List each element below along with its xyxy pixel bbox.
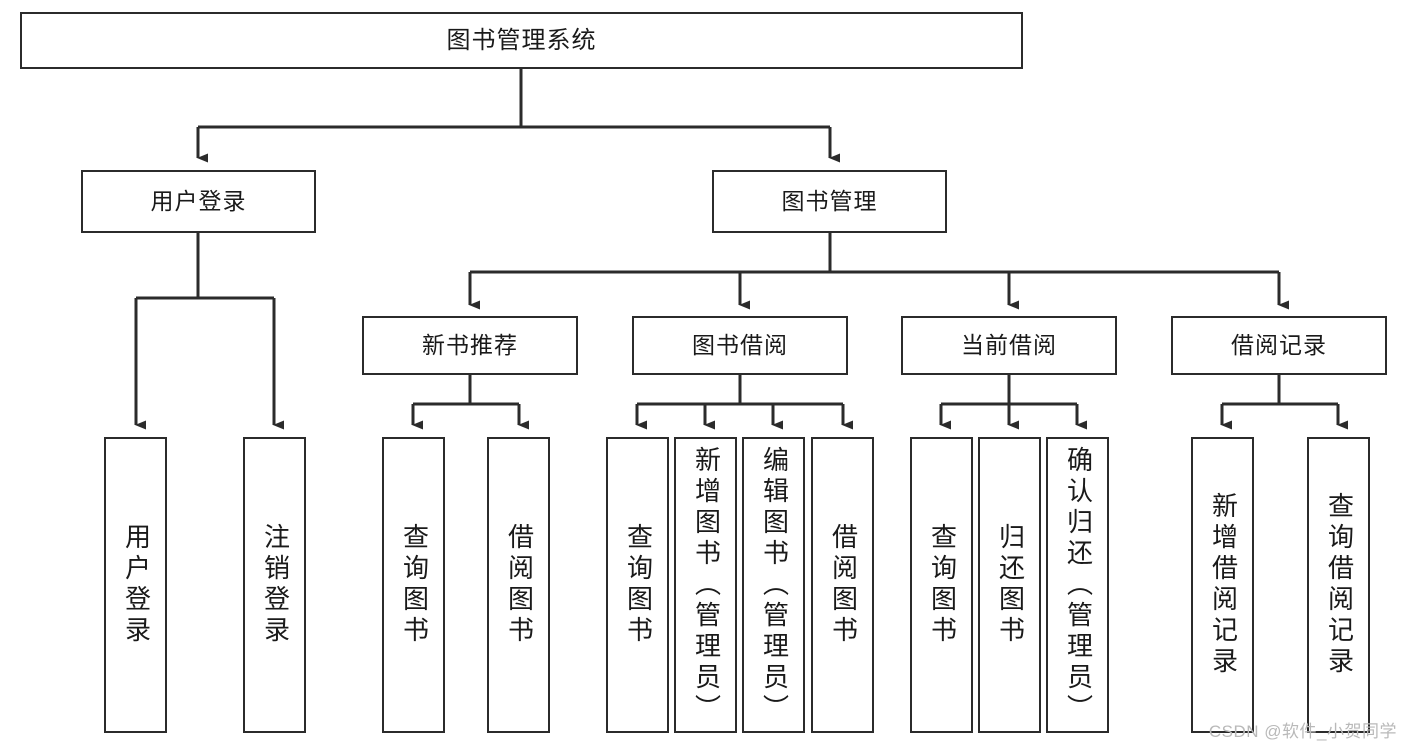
csdn-watermark: CSDN @软件_小贺同学: [1208, 722, 1397, 741]
node-book-borrow[interactable]: 图书借阅: [632, 316, 848, 375]
node-root-system[interactable]: 图书管理系统: [20, 12, 1023, 69]
node-label: 借阅图书: [828, 523, 859, 647]
node-leaf-current-borrow-return[interactable]: 归还图书: [978, 437, 1041, 733]
node-leaf-user-login-login[interactable]: 用户登录: [104, 437, 167, 733]
node-label: 查询图书: [399, 523, 430, 647]
node-leaf-new-book-borrow[interactable]: 借阅图书: [487, 437, 550, 733]
node-label: 查询借阅记录: [1324, 492, 1355, 678]
node-new-book-recommend[interactable]: 新书推荐: [362, 316, 578, 375]
node-label: 当前借阅: [961, 332, 1057, 359]
node-leaf-book-borrow-query[interactable]: 查询图书: [606, 437, 669, 733]
node-label: 查询图书: [927, 523, 958, 647]
node-label: 查询图书: [623, 523, 654, 647]
node-label: 确认归还（管理员）: [1063, 445, 1094, 725]
node-leaf-new-book-query[interactable]: 查询图书: [382, 437, 445, 733]
node-current-borrow[interactable]: 当前借阅: [901, 316, 1117, 375]
node-label: 编辑图书（管理员）: [759, 445, 790, 725]
node-label: 借阅图书: [504, 523, 535, 647]
node-leaf-user-login-logout[interactable]: 注销登录: [243, 437, 306, 733]
node-leaf-book-borrow-add[interactable]: 新增图书（管理员）: [674, 437, 737, 733]
node-leaf-book-borrow-borrow[interactable]: 借阅图书: [811, 437, 874, 733]
node-leaf-current-borrow-confirm[interactable]: 确认归还（管理员）: [1046, 437, 1109, 733]
node-label: 新书推荐: [422, 332, 518, 359]
node-borrow-record[interactable]: 借阅记录: [1171, 316, 1387, 375]
node-leaf-current-borrow-query[interactable]: 查询图书: [910, 437, 973, 733]
node-label: 新增借阅记录: [1208, 492, 1239, 678]
node-label: 图书管理: [781, 188, 878, 215]
node-leaf-borrow-record-add[interactable]: 新增借阅记录: [1191, 437, 1254, 733]
node-label: 图书管理系统: [446, 26, 597, 54]
node-label: 图书借阅: [692, 332, 788, 359]
node-label: 用户登录: [150, 188, 247, 215]
node-label: 借阅记录: [1231, 332, 1327, 359]
node-user-login[interactable]: 用户登录: [81, 170, 316, 233]
node-book-management[interactable]: 图书管理: [712, 170, 947, 233]
node-label: 用户登录: [121, 523, 152, 647]
node-leaf-borrow-record-query[interactable]: 查询借阅记录: [1307, 437, 1370, 733]
node-leaf-book-borrow-edit[interactable]: 编辑图书（管理员）: [742, 437, 805, 733]
node-label: 注销登录: [260, 523, 291, 647]
node-label: 新增图书（管理员）: [691, 445, 722, 725]
node-label: 归还图书: [995, 523, 1026, 647]
